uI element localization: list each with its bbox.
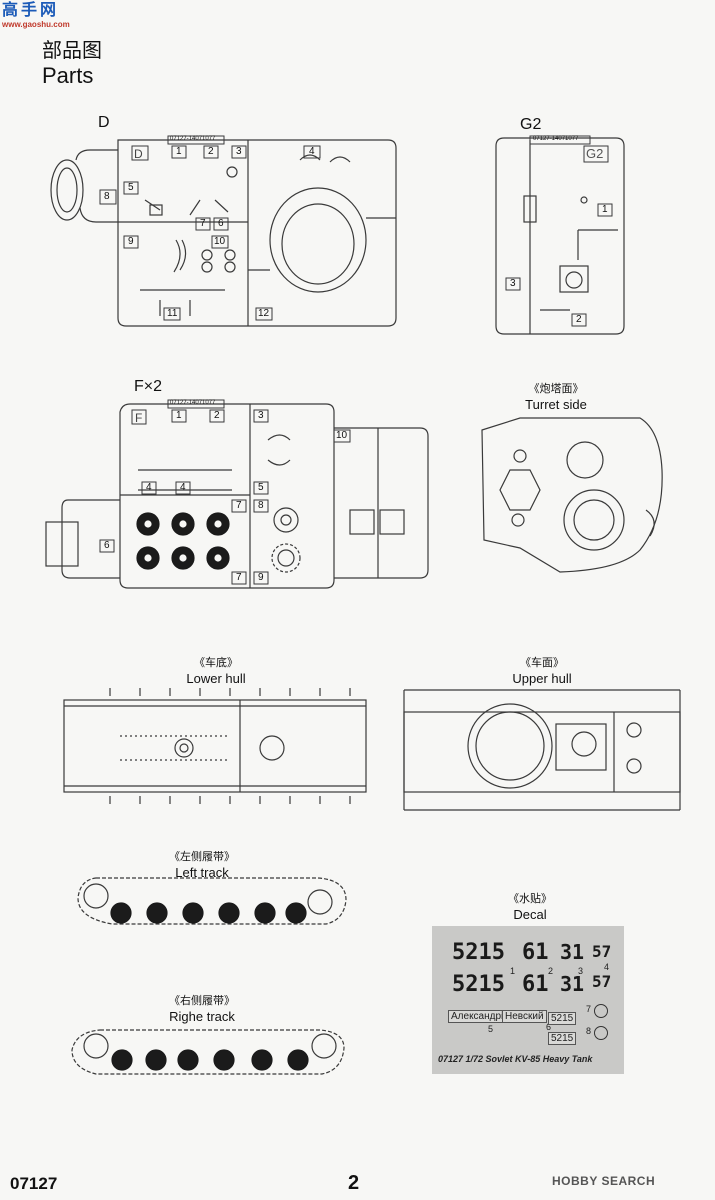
d-part-1: 1 [176,146,182,157]
lower-hull-caption: 《车底》 Lower hull [156,656,276,686]
logo-url: www.gaoshu.com [2,20,70,29]
decal-2b: 61 [522,972,549,997]
decal-caption-cn: 《水贴》 [508,893,552,905]
decal-num-2: 2 [548,966,554,976]
upper-hull-drawing [403,689,681,811]
sprue-f-tag: F [135,411,143,425]
left-track-caption: 《左侧履带》 Left track [142,850,262,880]
road-wheels-f [136,512,230,570]
sprue-d-frame [50,139,397,327]
f-part-7a: 7 [236,500,242,511]
d-part-4: 4 [309,146,315,157]
sprue-f-label: F×2 [134,378,163,395]
d-part-8: 8 [104,191,110,202]
f-part-8: 8 [258,500,264,511]
d-part-7: 7 [200,218,206,229]
d-part-12: 12 [258,308,270,319]
decal-num-6: 6 [546,1022,552,1032]
decal-1b: 5215 [452,972,505,997]
decal-num-1: 1 [510,966,516,976]
g2-part-2: 2 [576,314,582,325]
logo-text: 高手网 [2,2,60,19]
d-part-3: 3 [236,146,242,157]
sprue-d-code: 07127-14071077 [170,136,216,142]
decal-name-1: Александрів [448,1010,512,1023]
sprue-f-frame [45,403,429,589]
d-part-2: 2 [208,146,214,157]
f-part-5: 5 [258,482,264,493]
page-number: 2 [348,1172,360,1194]
decal-4a: 57 [592,942,612,961]
decal-small-1: 5215 [548,1012,577,1025]
upper-hull-caption-en: Upper hull [512,671,572,686]
decal-num-8: 8 [586,1026,592,1036]
d-part-9: 9 [128,236,134,247]
lower-hull-caption-cn: 《车底》 [194,657,238,669]
f-part-10: 10 [336,430,348,441]
decal-small-2: 5215 [548,1032,577,1045]
sprue-g2-tag: G2 [586,146,604,161]
page-title-en: Parts [42,63,94,88]
decal-num-7: 7 [586,1004,592,1014]
decal-num-3: 3 [578,966,584,976]
right-track-caption-cn: 《右侧履带》 [169,995,235,1007]
right-track-drawing [71,1029,345,1075]
turret-drawing [481,417,663,573]
sprue-g2-label: G2 [520,116,542,133]
sprue-g2-code: 07127-14071077 [533,136,579,142]
decal-num-5: 5 [488,1024,494,1034]
sprue-d-tag: D [134,147,143,161]
right-track-caption: 《右侧履带》 Righe track [142,994,262,1024]
f-part-3: 3 [258,410,264,421]
decal-4b: 57 [592,972,612,991]
g2-part-1: 1 [602,204,608,215]
left-track-wheels [110,902,307,924]
d-part-5: 5 [128,182,134,193]
turret-caption: 《炮塔面》 Turret side [496,382,616,412]
turret-caption-en: Turret side [525,397,587,412]
upper-hull-caption-cn: 《车面》 [520,657,564,669]
page-title-cn: 部品图 [42,40,102,62]
sprue-f-code: 07127-14071077 [170,400,216,406]
decal-3b: 31 [560,972,585,996]
left-track-caption-cn: 《左侧履带》 [169,851,235,863]
sprue-d-label: D [98,114,110,131]
sprockets-f [271,507,301,573]
guard-emblem-icon [594,1004,608,1018]
decal-sheet-caption: 07127 1/72 Sovlet KV-85 Heavy Tank [438,1054,593,1064]
d-part-11: 11 [167,308,178,319]
lower-hull-drawing [63,688,367,804]
f-part-4b: 4 [180,482,186,493]
decal-name-2: Невский [502,1010,547,1023]
g2-part-3: 3 [510,278,516,289]
d-part-10: 10 [214,236,226,247]
decal-num-4: 4 [604,962,610,972]
decal-caption: 《水贴》 Decal [470,892,590,922]
f-part-1: 1 [176,410,182,421]
left-track-caption-en: Left track [175,865,229,880]
lower-hull-caption-en: Lower hull [186,671,246,686]
f-part-2: 2 [214,410,220,421]
decal-sheet: 5215 61 31 57 5215 61 31 57 1 2 3 4 5 6 … [432,926,624,1074]
upper-hull-caption: 《车面》 Upper hull [482,656,602,686]
sprue-g2-frame [495,137,625,335]
decal-1a: 5215 [452,940,505,965]
f-part-9: 9 [258,572,264,583]
decal-caption-en: Decal [513,907,547,922]
watermark-brand: HOBBY SEARCH [552,1174,656,1188]
f-part-6: 6 [104,540,110,551]
f-part-4a: 4 [146,482,152,493]
guard-emblem-icon-2 [594,1026,608,1040]
product-code: 07127 [10,1174,58,1193]
left-track-drawing [77,877,347,925]
right-track-caption-en: Righe track [169,1009,235,1024]
decal-3a: 31 [560,940,585,964]
decal-2a: 61 [522,940,549,965]
site-logo: 高手网 www.gaoshu.com [2,2,76,38]
right-track-wheels [111,1049,309,1071]
turret-caption-cn: 《炮塔面》 [528,383,584,395]
f-part-7b: 7 [236,572,242,583]
d-part-6: 6 [218,218,224,229]
